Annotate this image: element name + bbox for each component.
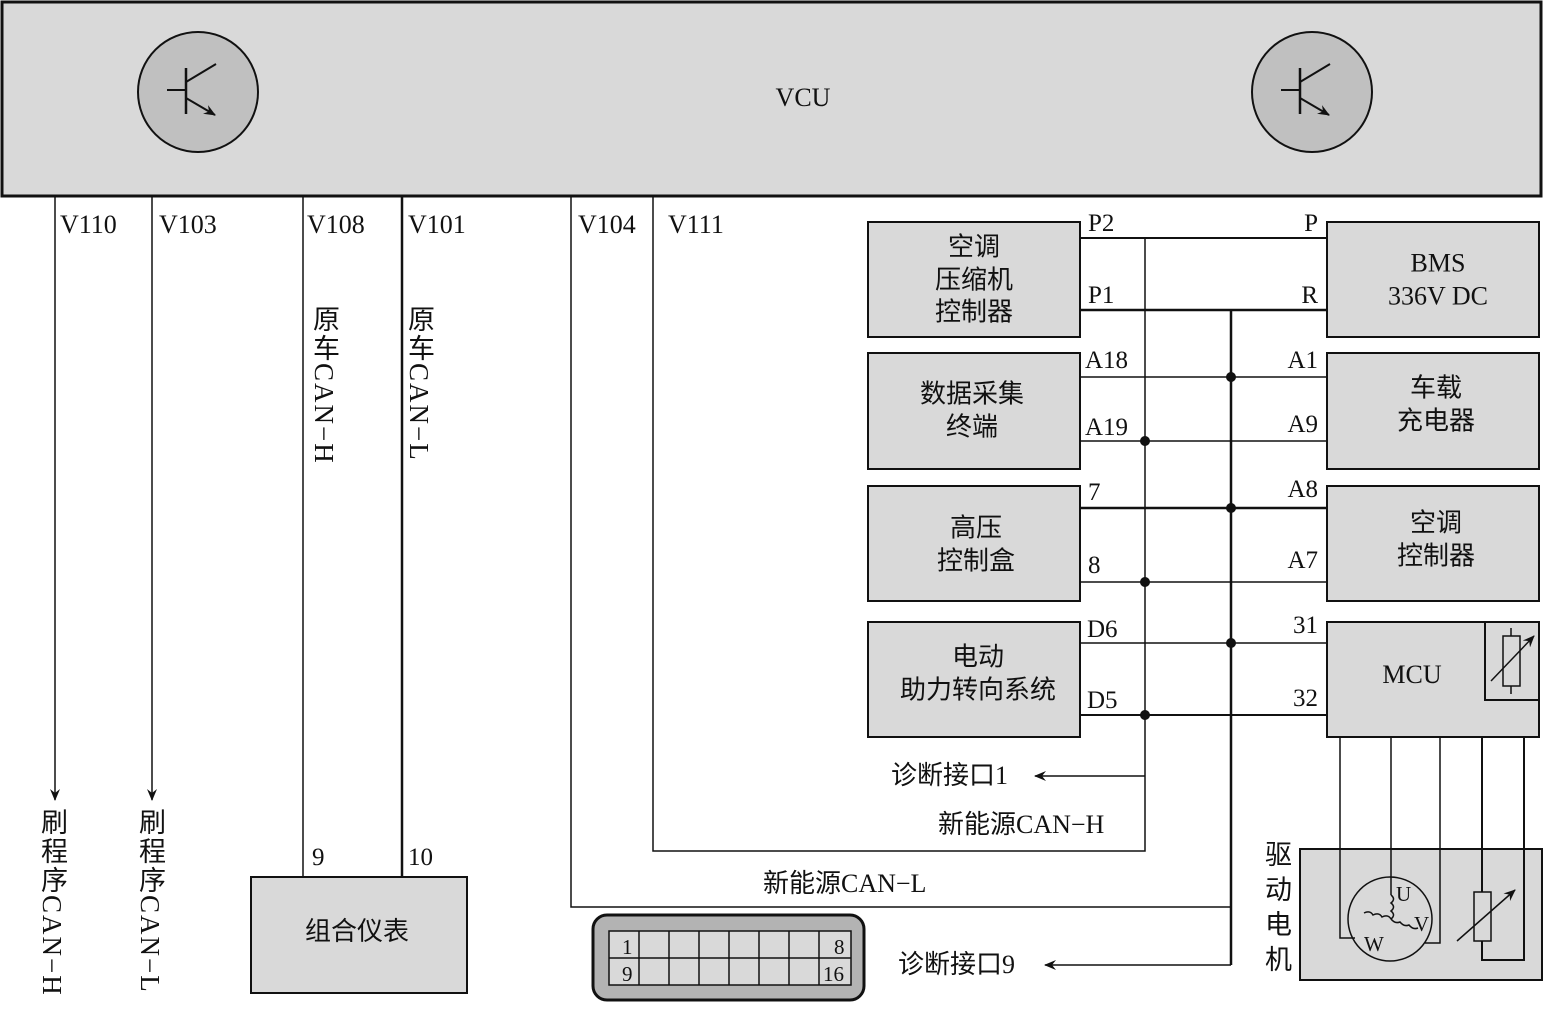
ac-compressor-controller-box <box>867 221 1081 338</box>
module-label: 高压 控制盒 <box>936 513 1016 576</box>
pin-label: A19 <box>1085 414 1129 441</box>
motor-winding-icon <box>1347 876 1433 962</box>
module-label: 电动 助力转向系统 <box>899 642 1057 705</box>
flash-can-h-label: 刷程序CAN−H <box>37 808 67 997</box>
module-label: 空调 控制器 <box>1396 508 1476 571</box>
wire-label-v101: V101 <box>408 210 466 239</box>
wire-label-v111: V111 <box>668 210 724 239</box>
obd-pin-1: 1 <box>622 935 633 959</box>
flash-can-l-label: 刷程序CAN−L <box>135 808 165 994</box>
pin-label: 31 <box>1293 612 1318 639</box>
transistor-icon <box>1251 31 1373 153</box>
cluster-pin-10: 10 <box>408 844 433 871</box>
obd-connector <box>591 913 866 1002</box>
hv-control-box <box>867 485 1081 602</box>
cluster-box <box>250 876 468 994</box>
module-label: 数据采集 终端 <box>919 379 1025 442</box>
module-label: 车载 充电器 <box>1396 373 1476 436</box>
phase-v-label: V <box>1414 912 1430 936</box>
wire-label-v110: V110 <box>60 210 117 239</box>
pin-label: 8 <box>1088 552 1101 579</box>
pin-label: A8 <box>1287 476 1318 503</box>
pin-label: P <box>1304 210 1318 237</box>
wire-v104 <box>570 196 1231 908</box>
data-terminal-box <box>867 352 1081 470</box>
cluster-pin-9: 9 <box>312 844 325 871</box>
pin-label: P1 <box>1088 282 1115 309</box>
phase-w-label: W <box>1364 932 1384 956</box>
pin-label: D5 <box>1087 687 1118 714</box>
obd-pin-9: 9 <box>622 962 633 986</box>
pin-label: 7 <box>1088 479 1101 506</box>
transistor-icon <box>137 31 259 153</box>
pin-label: 32 <box>1293 685 1318 712</box>
pin-label: A18 <box>1085 347 1129 374</box>
junction-dots <box>1140 372 1236 720</box>
pin-label: P2 <box>1088 210 1115 237</box>
diag-port-9-label: 诊断接口9 <box>898 950 1016 979</box>
cluster-label: 组合仪表 <box>304 916 410 946</box>
wire-label-v108: V108 <box>307 210 365 239</box>
phase-u-label: U <box>1396 882 1412 906</box>
obd-pin-16: 16 <box>823 962 844 986</box>
diag-port-1-label: 诊断接口1 <box>891 761 1009 790</box>
obd-pin-8: 8 <box>834 935 845 959</box>
bms-box <box>1326 221 1540 338</box>
pin-label: A1 <box>1287 347 1318 374</box>
orig-can-l-label: 原车CAN−L <box>404 305 434 462</box>
module-label: MCU <box>1382 659 1442 689</box>
charger-box <box>1326 352 1540 470</box>
can-l-label: 新能源CAN−L <box>763 869 927 898</box>
module-label: BMS 336V DC <box>1388 248 1488 311</box>
variable-resistor-icon <box>1490 628 1535 694</box>
vcu-label: VCU <box>775 82 831 112</box>
can-h-label: 新能源CAN−H <box>938 810 1105 839</box>
ac-controller-box <box>1326 485 1540 602</box>
orig-can-h-label: 原车CAN−H <box>309 305 339 465</box>
eps-box <box>867 621 1081 738</box>
pin-label: R <box>1301 282 1318 309</box>
wire-label-v104: V104 <box>578 210 636 239</box>
mcu-sub-box <box>1484 621 1540 701</box>
wire-v111 <box>652 196 1146 852</box>
pin-label: A7 <box>1287 547 1318 574</box>
module-label: 空调 压缩机 控制器 <box>934 232 1014 327</box>
motor-label: 驱动电机 <box>1261 840 1291 980</box>
pin-label: D6 <box>1087 616 1118 643</box>
wire-label-v103: V103 <box>159 210 217 239</box>
variable-resistor-icon <box>1456 889 1516 942</box>
pin-label: A9 <box>1287 411 1318 438</box>
